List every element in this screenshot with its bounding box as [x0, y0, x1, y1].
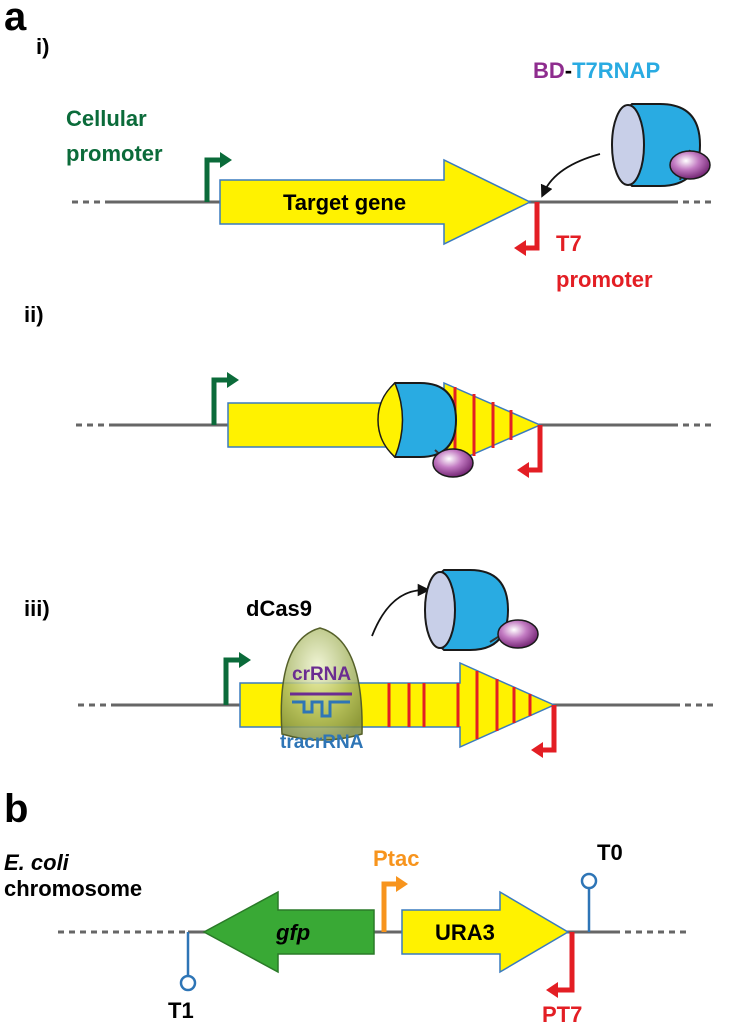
dcas9-complex-icon	[280, 627, 363, 741]
t1-terminator-icon	[179, 932, 197, 992]
binding-domain-icon-iii	[497, 619, 539, 649]
step-i-label: i)	[36, 34, 49, 59]
t7-promoter-arrow-iii	[531, 705, 557, 758]
dcas9-label: dCas9	[246, 596, 312, 621]
t7-promoter-label-2: promoter	[556, 267, 653, 292]
tracrrna-label: tracrRNA	[280, 732, 364, 753]
gfp-label: gfp	[275, 920, 310, 945]
binding-domain-icon	[669, 150, 711, 180]
gfp-gene-arrow	[202, 890, 375, 974]
transcript-marks-iii	[387, 671, 532, 739]
cellular-promoter-arrow-i	[204, 152, 232, 202]
chromosome-label: chromosome	[4, 876, 142, 901]
cellular-promoter-label-2: promoter	[66, 141, 163, 166]
t7-promoter-arrow-i	[514, 202, 540, 256]
binding-arrow-i	[540, 153, 601, 198]
step-ii-label: ii)	[24, 302, 44, 327]
crrna-label: crRNA	[292, 664, 351, 685]
ecoli-label: E. coli	[4, 850, 70, 875]
cellular-promoter-arrow-ii	[211, 372, 239, 425]
ura3-label: URA3	[435, 920, 495, 945]
t7rnap-released-icon	[424, 569, 510, 651]
t7rnap-bound-icon	[377, 381, 458, 463]
t1-label: T1	[168, 998, 194, 1023]
pt7-promoter-arrow	[546, 932, 575, 998]
t0-label: T0	[597, 840, 623, 865]
t7-promoter-label: T7	[556, 231, 582, 256]
step-iii-label: iii)	[24, 596, 50, 621]
panel-b-label: b	[4, 787, 28, 831]
panel-a-label: a	[4, 0, 27, 39]
ptac-label: Ptac	[373, 846, 419, 871]
tracrrna-strand	[292, 700, 350, 718]
target-gene-arrow	[219, 158, 532, 246]
release-arrow-iii	[371, 583, 431, 637]
pt7-label: PT7	[542, 1002, 582, 1027]
t0-terminator-icon	[580, 872, 598, 932]
cellular-promoter-arrow-iii	[223, 652, 251, 705]
bd-t7rnap-label: BD-T7RNAP	[533, 58, 660, 83]
ptac-promoter-arrow	[381, 876, 408, 932]
binding-domain-icon-ii	[432, 448, 474, 478]
ura3-gene-arrow	[401, 890, 570, 974]
t7-promoter-arrow-ii	[517, 425, 543, 478]
cellular-promoter-label: Cellular	[66, 106, 147, 131]
target-gene-label: Target gene	[283, 190, 406, 215]
